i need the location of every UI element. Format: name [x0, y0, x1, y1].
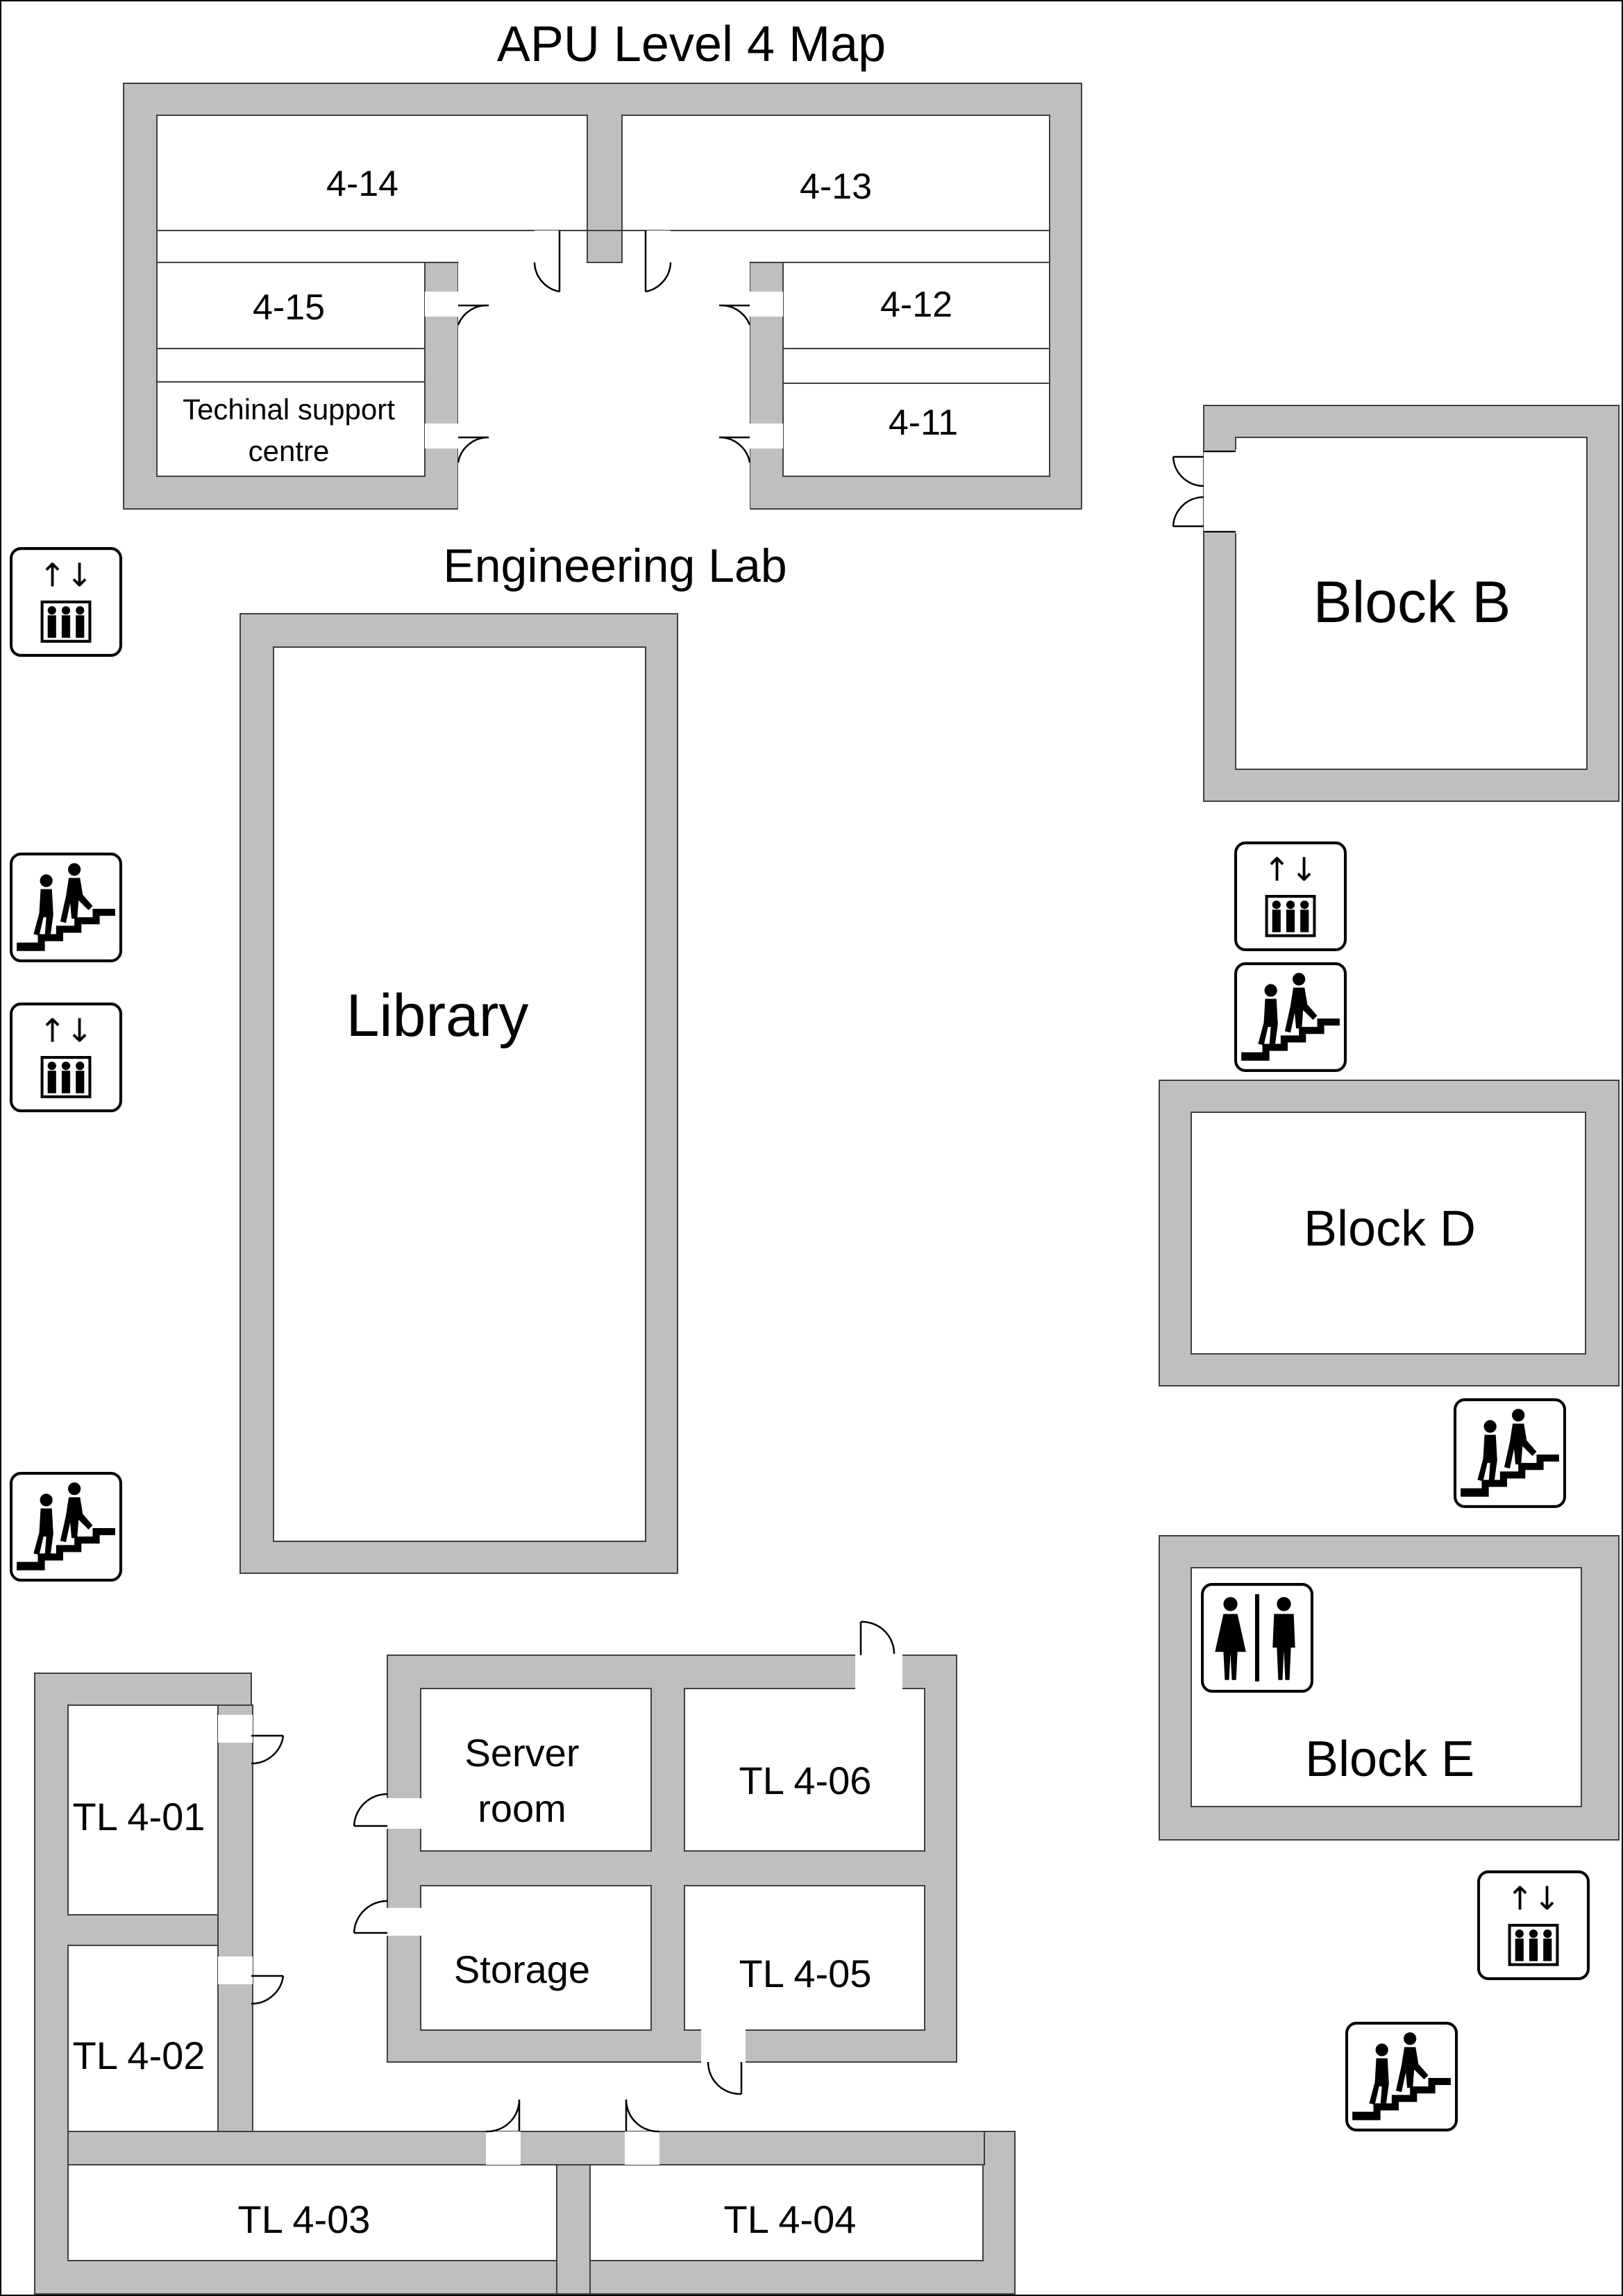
elevator-icon: [11, 548, 121, 655]
room-label: TL 4-02: [73, 2034, 205, 2077]
room-tl-4-05[interactable]: [684, 1885, 925, 2031]
door-icon: [425, 231, 783, 463]
room-label: Storage: [454, 1947, 590, 1991]
room-label: TL 4-03: [238, 2197, 371, 2241]
room-label: TL 4-04: [724, 2197, 857, 2241]
map-title: APU Level 4 Map: [497, 17, 886, 72]
elevator-icon: [1236, 843, 1345, 950]
room-label: TL 4-05: [739, 1952, 872, 1995]
room-tl-4-01[interactable]: [67, 1704, 219, 1916]
library[interactable]: Library: [239, 613, 678, 1574]
stairs-icon: [1236, 964, 1345, 1071]
block-label: Block B: [1313, 569, 1511, 635]
lower-left-block: TL 4-01 TL 4-02 TL 4-03 TL 4-04: [34, 1673, 1016, 2295]
lower-middle-block: Server room TL 4-06 Storage TL 4-05: [353, 1620, 957, 2095]
room-label: 4-14: [326, 164, 398, 204]
room-4-11[interactable]: [782, 383, 1050, 477]
stairs-icon: [11, 854, 121, 961]
room-label: room: [478, 1786, 566, 1830]
elevator-icon: [11, 1004, 121, 1111]
room-tl-4-02[interactable]: [67, 1945, 219, 2132]
room-label: 4-11: [889, 403, 958, 443]
door-icon: [218, 1715, 660, 2165]
restroom-icon: [1202, 1584, 1312, 1691]
room-tl-4-06[interactable]: [684, 1688, 925, 1852]
room-label: Server: [465, 1731, 580, 1775]
room-label: centre: [249, 435, 330, 467]
block-label: Block D: [1304, 1201, 1476, 1257]
room-4-13[interactable]: [621, 115, 1050, 231]
stairs-icon: [1455, 1400, 1565, 1507]
room-tl-4-04[interactable]: [589, 2164, 984, 2261]
elevator-icon: [1479, 1872, 1588, 1979]
room-label: 4-15: [253, 287, 325, 328]
section-label: Engineering Lab: [443, 539, 787, 592]
room-label: Techinal support: [183, 393, 395, 426]
block-label: Block E: [1305, 1732, 1474, 1787]
room-technical-support[interactable]: [156, 381, 426, 477]
door-icon: [1172, 450, 1236, 533]
upper-block: 4-14 4-13 4-15 4-12 Techinal support cen…: [123, 83, 1082, 512]
room-label: TL 4-01: [73, 1795, 205, 1838]
library-label: Library: [346, 982, 529, 1049]
block-d[interactable]: Block D: [1159, 1080, 1620, 1386]
room-tl-4-03[interactable]: [67, 2164, 557, 2261]
stairs-icon: [1347, 2023, 1456, 2130]
room-4-14[interactable]: [156, 115, 588, 231]
room-label: TL 4-06: [739, 1759, 872, 1802]
door-icon: [353, 1620, 902, 2095]
room-label: 4-13: [800, 167, 872, 207]
room-server[interactable]: [420, 1688, 652, 1852]
stairs-icon: [11, 1473, 121, 1580]
room-label: 4-12: [880, 285, 952, 325]
block-b[interactable]: Block B: [1172, 405, 1620, 802]
room-storage[interactable]: [420, 1885, 652, 2031]
